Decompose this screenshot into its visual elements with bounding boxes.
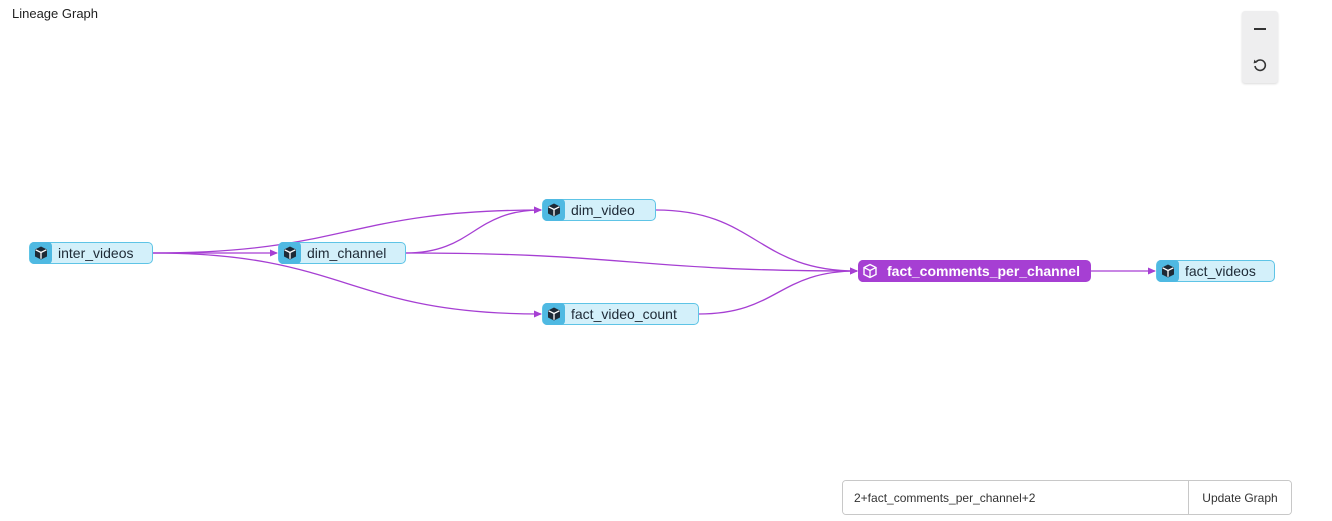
reset-view-button[interactable]: [1242, 47, 1278, 83]
node-label: fact_videos: [1185, 263, 1256, 279]
node-label: dim_video: [571, 202, 635, 218]
edge-dim-video-to-fact-comments-per-channel: [655, 209, 858, 275]
graph-query-bar: Update Graph: [842, 480, 1292, 515]
edge-inter-videos-to-fact-video-count: [152, 252, 542, 318]
model-cube-icon: [543, 199, 565, 221]
model-cube-icon: [859, 260, 881, 282]
node-fact-video-count[interactable]: fact_video_count: [542, 303, 699, 325]
node-label: fact_video_count: [571, 306, 677, 322]
node-label: inter_videos: [58, 245, 134, 261]
node-dim-channel[interactable]: dim_channel: [278, 242, 406, 264]
model-cube-icon: [279, 242, 301, 264]
model-cube-icon: [1157, 260, 1179, 282]
node-fact-comments-per-channel[interactable]: fact_comments_per_channel: [858, 260, 1091, 282]
edge-dim-channel-to-fact-comments-per-channel: [405, 252, 858, 275]
edge-dim-channel-to-dim-video: [405, 206, 542, 254]
minus-icon: [1254, 28, 1266, 30]
node-dim-video[interactable]: dim_video: [542, 199, 656, 221]
model-cube-icon: [543, 303, 565, 325]
reset-icon: [1253, 59, 1267, 72]
edge-inter-videos-to-dim-video: [152, 206, 542, 254]
zoom-out-button[interactable]: [1242, 11, 1278, 47]
update-graph-button[interactable]: Update Graph: [1188, 481, 1291, 514]
node-fact-videos[interactable]: fact_videos: [1156, 260, 1275, 282]
page-title: Lineage Graph: [12, 6, 99, 21]
zoom-controls: [1242, 11, 1278, 83]
node-label: fact_comments_per_channel: [887, 263, 1080, 279]
edge-fact-video-count-to-fact-comments-per-channel: [698, 267, 858, 315]
model-cube-icon: [30, 242, 52, 264]
graph-query-input[interactable]: [843, 481, 1188, 514]
node-label: dim_channel: [307, 245, 387, 261]
node-inter-videos[interactable]: inter_videos: [29, 242, 153, 264]
